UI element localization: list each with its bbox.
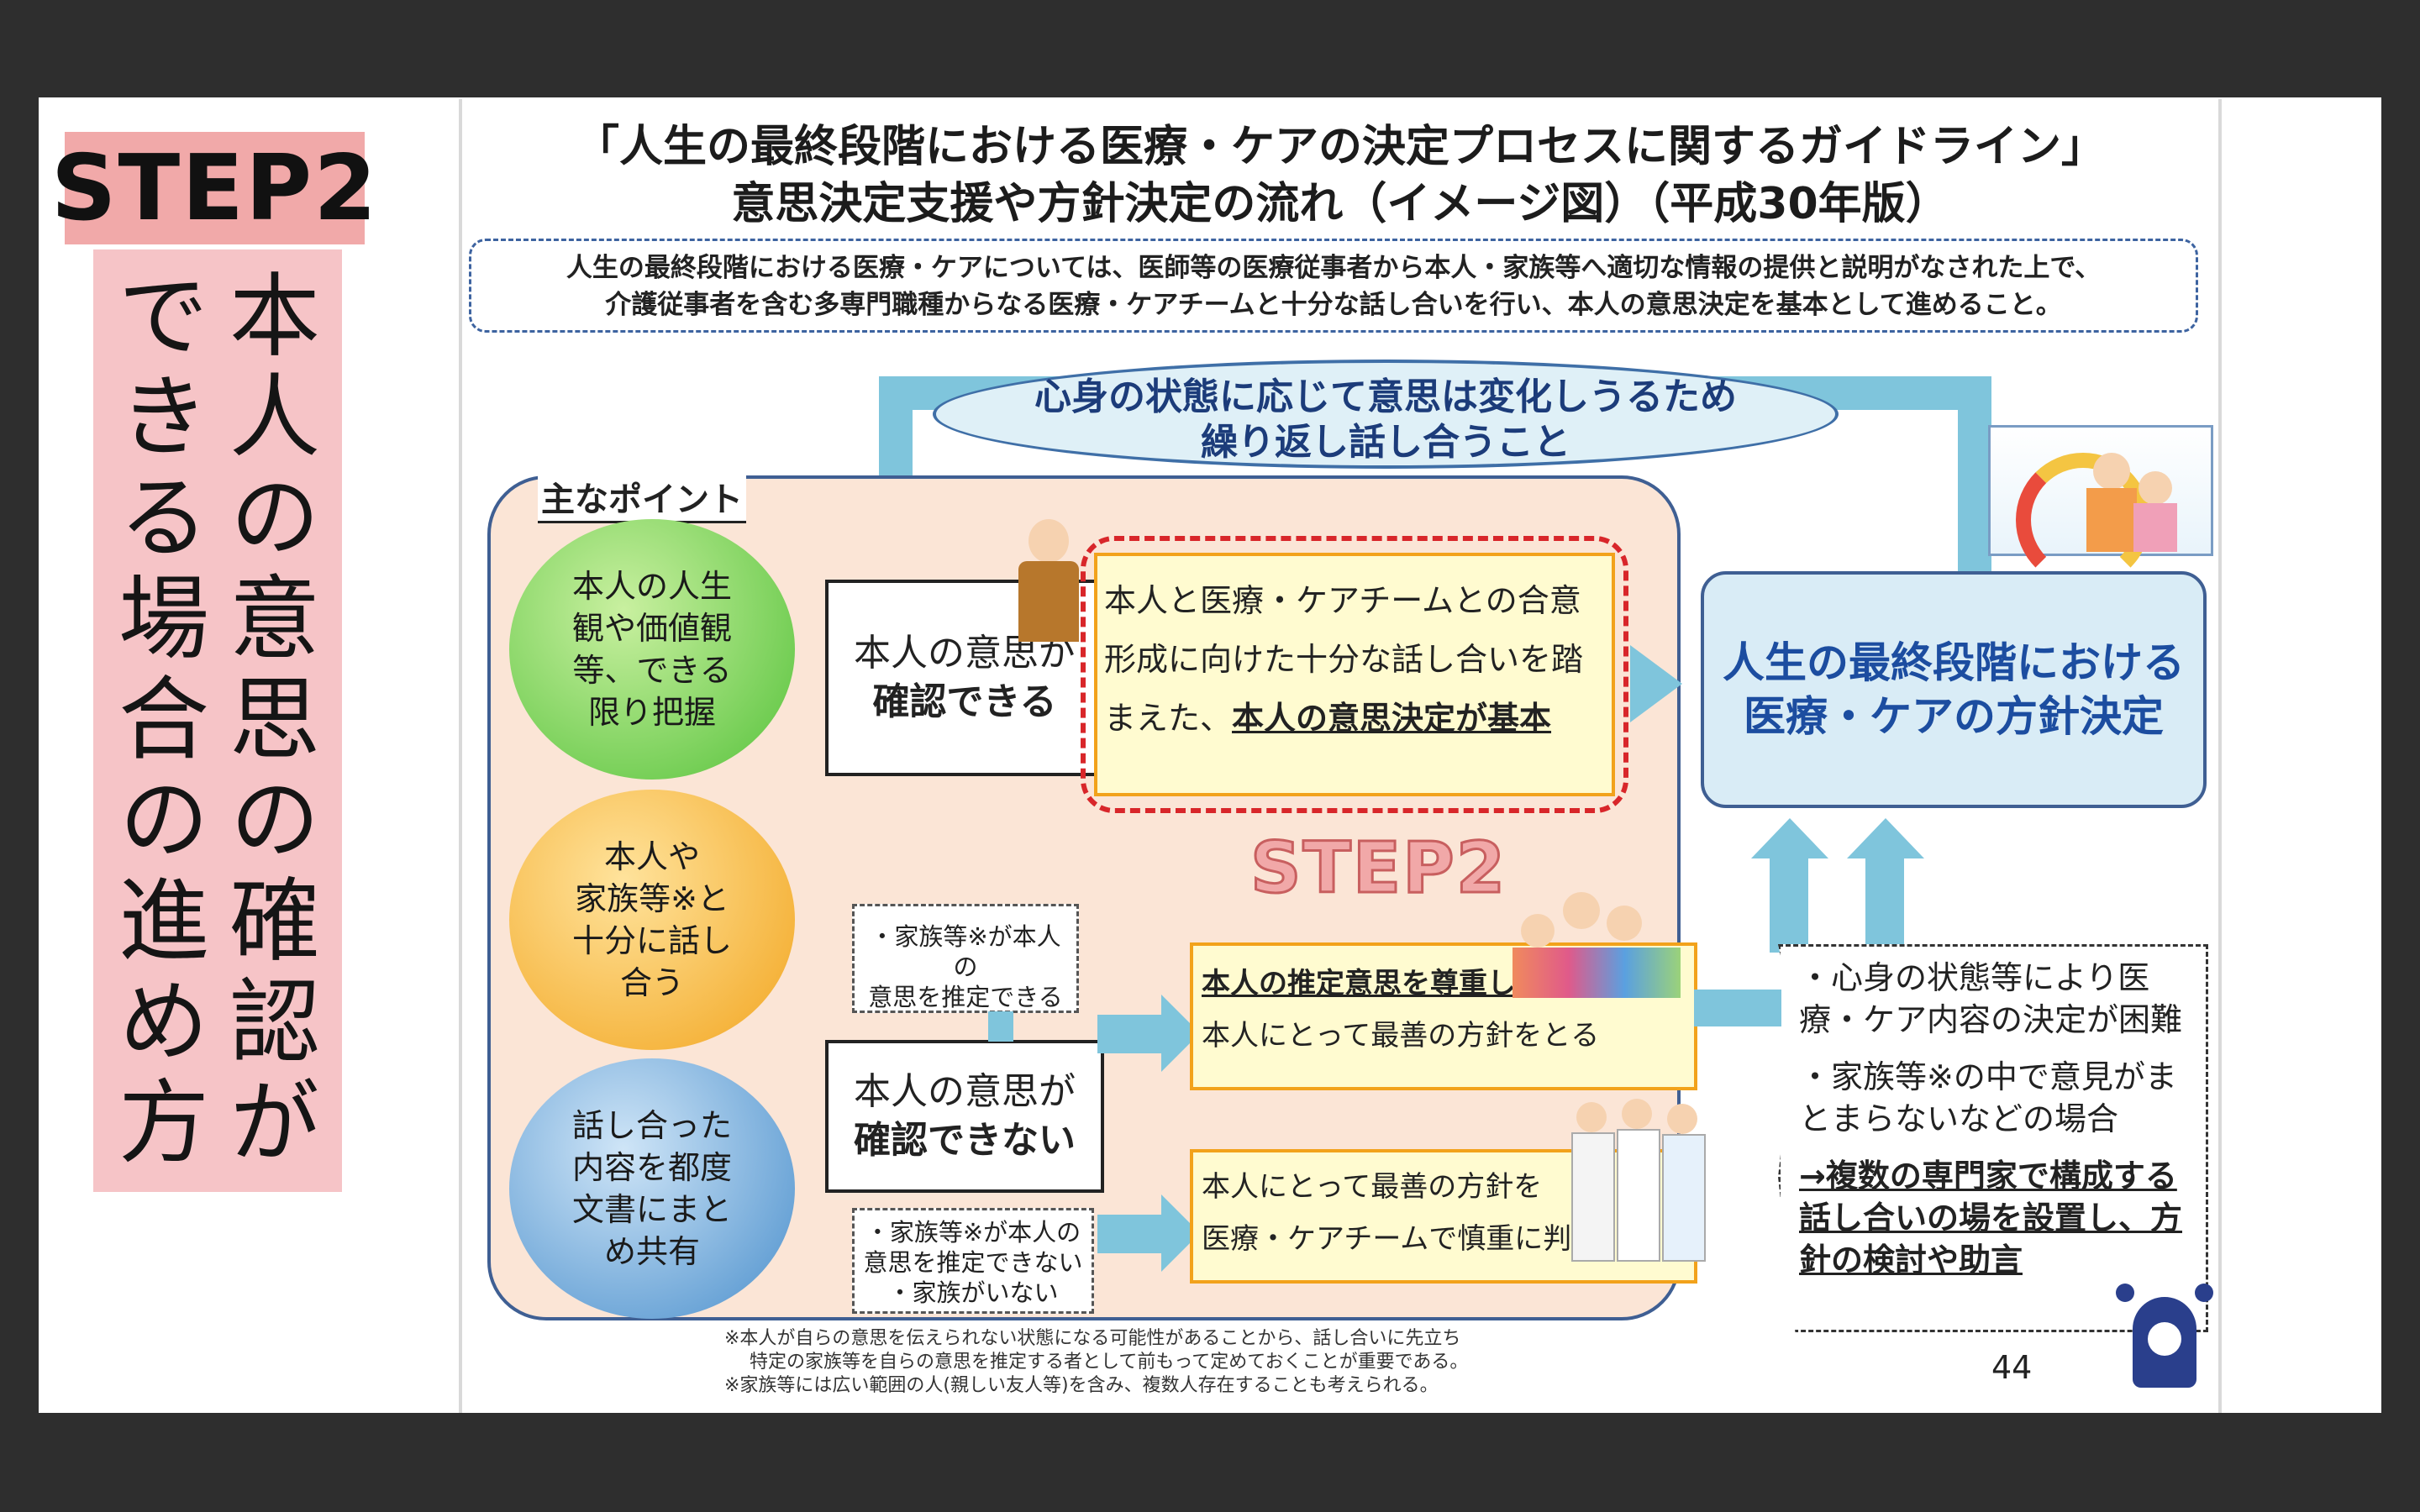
meeting-table-icon	[2114, 1272, 2215, 1398]
medical-team-illustration	[1571, 1099, 1731, 1267]
family-can-estimate-box: ・家族等※が本人の 意思を推定できる	[852, 904, 1079, 1013]
point-circle-documentation: 話し合った 内容を都度 文書にまと め共有	[509, 1058, 795, 1319]
guideline-figure: 「人生の最終段階における医療・ケアの決定プロセスに関するガイドライン」 意思決定…	[459, 99, 2222, 1413]
doctor-avatar	[1013, 519, 1086, 645]
difficult-cases-box: ・心身の状態等により医療・ケア内容の決定が困難 ・家族等※の中で意見がまとまらな…	[1778, 944, 2208, 1332]
main-box-line3-prefix: まえた、	[1104, 700, 1233, 737]
family-cannot-line3: ・家族がいない	[887, 1278, 1059, 1307]
footnote-2: 特定の家族等を自らの意思を推定する者として前もって定めておくことが重要である。	[750, 1352, 1469, 1373]
connector-to-right-box	[1694, 990, 1781, 1026]
best-line2: 医療・ケアチームで慎重に判断	[1202, 1222, 1601, 1256]
circle2-line2: 家族等※と	[575, 880, 729, 917]
arrow-to-goal	[1630, 645, 1682, 722]
up-arrow-right-stem	[1865, 855, 1904, 953]
circle1-line2: 観や価値観	[571, 610, 732, 647]
circle3-line4: め共有	[603, 1233, 700, 1270]
confirm-yes-line2: 確認できる	[872, 680, 1057, 723]
confirm-no-box: 本人の意思が 確認できない	[825, 1040, 1104, 1193]
family-window-illustration	[1988, 425, 2213, 587]
vertical-heading-col2: できる場合の進め方	[103, 268, 208, 1175]
arrow-to-estimate-stem	[988, 1011, 1013, 1042]
oval-line2: 繰り返し話し合うこと	[1201, 421, 1570, 464]
footnotes: ※本人が自らの意思を伝えられない状態になる可能性があることから、話し合いに先立ち…	[724, 1327, 1468, 1398]
figure-title-line2: 意思決定支援や方針決定の流れ（イメージ図）（平成30年版）	[731, 179, 1949, 229]
family-can-line2: 意思を推定できる	[868, 983, 1063, 1011]
estimate-line1: 本人の推定意思を尊重し、	[1202, 967, 1544, 1000]
difficult-case-1: ・心身の状態等により医療・ケア内容の決定が困難	[1799, 959, 2183, 1038]
circle3-line2: 内容を都度	[571, 1149, 732, 1186]
main-box-line1: 本人と医療・ケアチームとの合意	[1104, 582, 1581, 619]
estimate-will-box: 本人の推定意思を尊重し、 本人にとって最善の方針をとる	[1190, 942, 1697, 1090]
expert-meeting-recommendation: →複数の専門家で構成する話し合いの場を設置し、方針の検討や助言	[1799, 1158, 2183, 1278]
point-circle-discussion: 本人や 家族等※と 十分に話し 合う	[509, 790, 795, 1050]
intro-line1: 人生の最終段階における医療・ケアについては、医師等の医療従事者から本人・家族等へ…	[566, 253, 2102, 283]
family-group-illustration	[1512, 880, 1681, 998]
arrow-to-estimate	[1097, 1015, 1161, 1053]
footnote-3: ※家族等には広い範囲の人(親しい友人等)を含み、複数人存在することも考えられる。	[724, 1375, 1439, 1396]
step2-figure-label: STEP2	[1249, 826, 1507, 911]
policy-decision-goal: 人生の最終段階における 医療・ケアの方針決定	[1701, 571, 2207, 808]
up-arrow-left-head	[1751, 818, 1828, 858]
estimate-line2: 本人にとって最善の方針をとる	[1202, 1019, 1600, 1053]
footnote-1: ※本人が自らの意思を伝えられない状態になる可能性があることから、話し合いに先立ち	[724, 1328, 1461, 1349]
circle2-line1: 本人や	[603, 838, 700, 875]
confirm-no-line1: 本人の意思が	[854, 1070, 1076, 1113]
up-arrow-left-stem	[1770, 855, 1808, 953]
family-cannot-line1: ・家族等※が本人の	[865, 1218, 1081, 1247]
intro-line2: 介護従事者を含む多専門職種からなる医療・ケアチームと十分な話し合いを行い、本人の…	[605, 290, 2062, 320]
circle3-line3: 文書にまと	[571, 1191, 732, 1228]
circle1-line1: 本人の人生	[571, 568, 732, 605]
point-circle-values: 本人の人生 観や価値観 等、できる 限り把握	[509, 519, 795, 780]
oval-line1: 心身の状態に応じて意思は変化しうるため	[1034, 375, 1737, 418]
main-box-line3: まえた、本人の意思決定が基本	[1104, 689, 1612, 748]
vertical-heading: 本人の意思の確認が できる場合の進め方	[93, 249, 342, 1192]
circle2-line3: 十分に話し	[571, 922, 732, 959]
intro-box: 人生の最終段階における医療・ケアについては、医師等の医療従事者から本人・家族等へ…	[469, 239, 2198, 333]
circle1-line4: 限り把握	[587, 694, 716, 731]
circle3-line1: 話し合った	[571, 1107, 732, 1144]
main-decision-box: 本人と医療・ケアチームとの合意 形成に向けた十分な話し合いを踏 まえた、本人の意…	[1094, 553, 1615, 796]
confirm-no-line2: 確認できない	[854, 1119, 1076, 1162]
arrow-to-best	[1097, 1215, 1161, 1253]
difficult-case-2: ・家族等※の中で意見がまとまらないなどの場合	[1799, 1058, 2177, 1137]
family-can-line1: ・家族等※が本人の	[870, 922, 1061, 981]
goal-line2: 医療・ケアの方針決定	[1744, 692, 2164, 741]
repeat-discussion-oval: 心身の状態に応じて意思は変化しうるため 繰り返し話し合うこと	[933, 360, 1839, 469]
up-arrow-right-head	[1847, 818, 1924, 858]
main-points-title: 主なポイント	[538, 472, 746, 523]
family-cannot-estimate-box: ・家族等※が本人の 意思を推定できない ・家族がいない	[852, 1208, 1094, 1314]
loop-arrow-right	[1958, 376, 1991, 578]
best-line1: 本人にとって最善の方針を	[1202, 1170, 1543, 1204]
step-tag: STEP2	[51, 132, 376, 244]
main-box-line3-emphasis: 本人の意思決定が基本	[1232, 700, 1552, 737]
circle2-line4: 合う	[619, 964, 684, 1001]
goal-line1: 人生の最終段階における	[1723, 638, 2185, 687]
page-number: 44	[1991, 1349, 2033, 1386]
main-box-dashed-outline	[1081, 536, 1628, 813]
vertical-heading-col1: 本人の意思の確認が	[214, 268, 319, 1175]
main-box-line2: 形成に向けた十分な話し合いを踏	[1104, 641, 1584, 678]
circle1-line3: 等、できる	[572, 652, 732, 689]
family-cannot-line2: 意思を推定できない	[863, 1248, 1083, 1277]
figure-title-line1: 「人生の最終段階における医療・ケアの決定プロセスに関するガイドライン」	[575, 122, 2105, 172]
